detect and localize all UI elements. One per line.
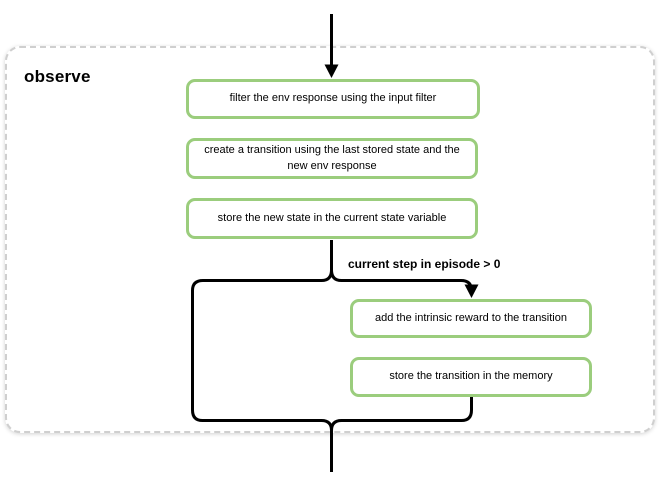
merge-right-connector xyxy=(330,397,473,431)
arrowhead-entry-icon xyxy=(324,64,339,78)
step-label: filter the env response using the input … xyxy=(229,92,437,105)
step-label: store the transition in the memory xyxy=(389,370,553,383)
condition-label: current step in episode > 0 xyxy=(348,257,501,271)
step-box-create-transition: create a transition using the last store… xyxy=(186,138,478,179)
step-box-filter-env-response: filter the env response using the input … xyxy=(186,79,480,119)
step-label: store the new state in the current state… xyxy=(217,211,447,224)
step-box-store-new-state: store the new state in the current state… xyxy=(186,198,478,239)
branch-right-connector xyxy=(330,269,473,292)
group-title: observe xyxy=(24,67,91,86)
step-label: add the intrinsic reward to the transiti… xyxy=(375,311,567,324)
bypass-connector xyxy=(191,240,333,472)
step-label: create a transition using the last store… xyxy=(204,144,460,172)
step-box-add-intrinsic-reward: add the intrinsic reward to the transiti… xyxy=(350,299,592,338)
arrowhead-branch-icon xyxy=(464,284,479,298)
step-box-store-transition: store the transition in the memory xyxy=(350,357,592,397)
